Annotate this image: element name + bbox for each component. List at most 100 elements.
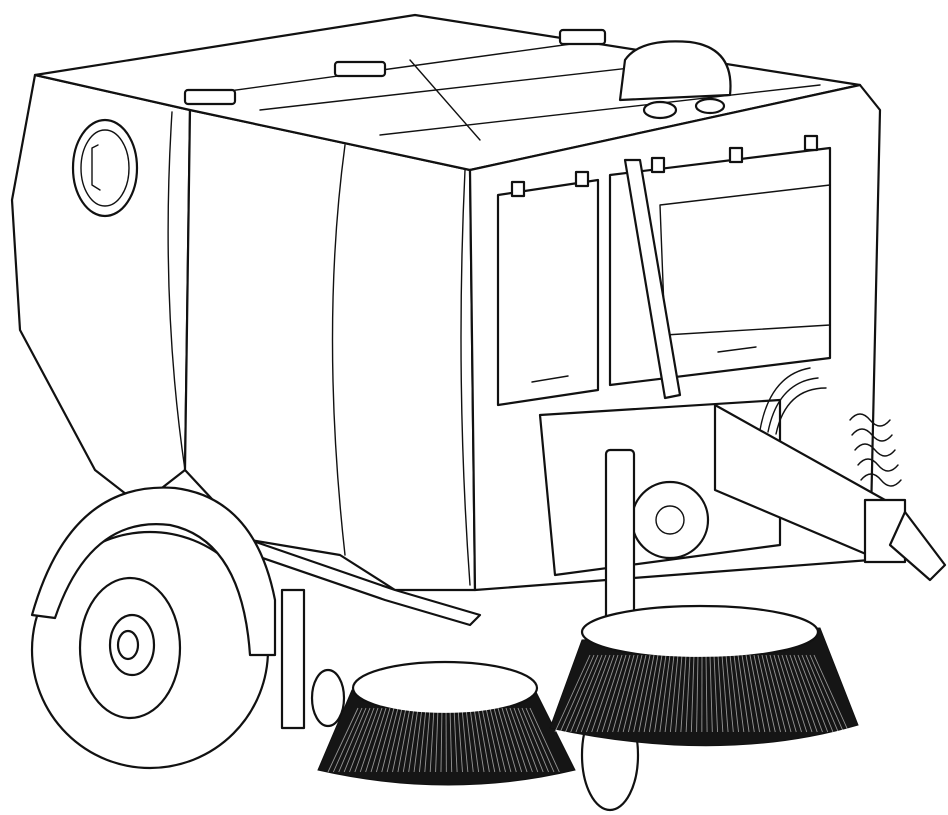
bristle-line [680, 654, 687, 733]
bristle-line [690, 654, 695, 733]
bristle-line [749, 654, 766, 733]
latch-5 [803, 134, 819, 152]
bristle-line [757, 654, 776, 733]
latch-1 [510, 180, 526, 198]
bristle-line [440, 707, 443, 773]
bristle-line [402, 707, 415, 773]
bristle-line [627, 654, 647, 733]
latch-2 [574, 170, 590, 188]
bristle-line [513, 707, 539, 773]
bristle-line [664, 654, 675, 733]
bristle-line [386, 707, 403, 773]
bristle-line [737, 654, 750, 733]
hinge-1 [183, 88, 237, 106]
bristle-line [801, 654, 834, 733]
hinge-3 [558, 28, 607, 46]
fan-hub [655, 505, 685, 535]
cap-1 [642, 100, 678, 120]
bristle-line [785, 654, 813, 733]
brush-bristles [327, 654, 850, 773]
bristle-line [761, 654, 781, 733]
bristle-line [370, 707, 391, 773]
bristle-line [575, 654, 607, 733]
hose-coil [849, 413, 902, 487]
bristle-line [612, 654, 635, 733]
bristle-line [453, 707, 458, 773]
tow-bar [713, 367, 947, 582]
hopper-front-curve-2 [167, 111, 186, 471]
door-handle-left [531, 375, 569, 383]
filter-housing [618, 40, 732, 102]
bristle-line [638, 654, 655, 733]
bristle-line [793, 654, 823, 733]
left-brush-disc [351, 660, 539, 716]
hopper-side-curve [460, 169, 471, 586]
castor-wheel-left [310, 668, 346, 728]
lid-seam [409, 59, 481, 141]
bristle-line [773, 654, 797, 733]
bristle-line [809, 654, 844, 733]
bristle-line [617, 654, 639, 733]
bristle-line [607, 654, 631, 733]
bristle-line [813, 654, 850, 733]
bristle-line [481, 707, 496, 773]
bristle-line [419, 707, 427, 773]
bristle-line [435, 707, 439, 773]
bristle-line [525, 707, 555, 773]
bristle-line [648, 654, 663, 733]
bristle-line [745, 654, 760, 733]
bristle-line [769, 654, 792, 733]
bristle-line [485, 707, 501, 773]
bristle-line [580, 654, 611, 733]
bristle-line [705, 654, 708, 733]
front-bracket [280, 588, 306, 730]
bristle-line [449, 707, 453, 773]
bristle-line [805, 654, 839, 733]
lid-divider-3 [379, 84, 821, 136]
top-frame [33, 13, 862, 172]
bristle-line [725, 654, 734, 733]
bristle-line [781, 654, 808, 733]
bristle-line [696, 654, 699, 733]
bristle-line [565, 654, 599, 733]
bristle-line [521, 707, 549, 773]
latch-3 [650, 156, 666, 174]
bristle-line [765, 654, 787, 733]
brushes [317, 604, 859, 786]
bristle-line [591, 654, 619, 733]
bristle-line [586, 654, 615, 733]
bristle-line [477, 707, 490, 773]
bristle-line [622, 654, 643, 733]
bristle-line [397, 707, 411, 773]
bristle-line [741, 654, 755, 733]
bristle-line [717, 654, 724, 733]
lift-cylinder [623, 158, 682, 400]
bristle-line [733, 654, 745, 733]
bristle-line [685, 654, 691, 733]
bristle-line [365, 707, 387, 773]
bristle-line [457, 707, 463, 773]
bristle-line [461, 707, 469, 773]
bristle-line [381, 707, 399, 773]
bristle-line [505, 707, 528, 773]
bristle-line [392, 707, 407, 773]
bristle-line [789, 654, 818, 733]
bristle-line [654, 654, 667, 733]
bristle-line [509, 707, 533, 773]
bristle-line [729, 654, 740, 733]
bristle-line [643, 654, 659, 733]
bristle-line [375, 707, 395, 773]
bristle-line [753, 654, 771, 733]
bristle-line [497, 707, 517, 773]
bristle-line [559, 654, 595, 733]
bristle-line [554, 654, 591, 733]
bristle-line [469, 707, 480, 773]
fender [30, 486, 277, 657]
bristle-line [596, 654, 623, 733]
bristle-line [633, 654, 651, 733]
bristle-line [570, 654, 603, 733]
lid-divider-1 [199, 39, 601, 96]
hitch-arm [888, 510, 947, 582]
bristle-line [675, 654, 683, 733]
